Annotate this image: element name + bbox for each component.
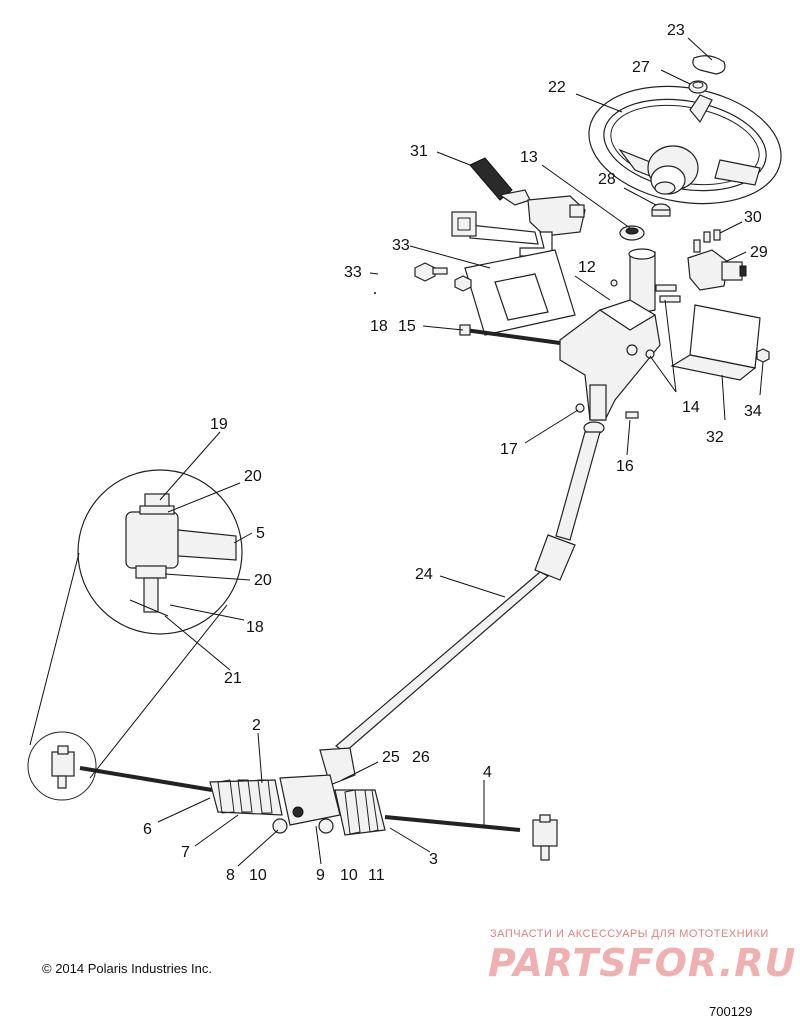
callout-27: 27 [632,59,650,76]
callout-21: 21 [224,670,242,687]
column-bushing [651,203,671,217]
callout-29: 29 [750,244,768,261]
watermark-tagline: ЗАПЧАСТИ И АКСЕССУАРЫ ДЛЯ МОТОТЕХНИКИ [490,928,769,940]
callout-labels: 23 27 22 31 13 28 30 29 33 33 12 18 15 1… [143,22,768,884]
callout-28: 28 [598,171,616,188]
callout-10-left: 10 [249,867,267,884]
steering-wheel [588,85,782,205]
intermediate-shaft [319,421,605,786]
callout-19: 19 [210,416,228,433]
callout-14: 14 [682,399,700,416]
callout-13: 13 [520,149,538,166]
callout-20-top: 20 [244,468,262,485]
callout-18-detail: 18 [246,619,264,636]
callout-22: 22 [548,79,566,96]
callout-9: 9 [316,867,325,884]
callout-8: 8 [226,867,235,884]
watermark-brand: PARTSFOR.RU [488,941,797,985]
right-tie-rod-end [532,814,558,861]
callout-10-right: 10 [340,867,358,884]
turn-signal-switch [451,157,586,257]
callout-26: 26 [412,749,430,766]
callout-5: 5 [256,525,265,542]
rack-mount-clamps [272,806,334,834]
callout-6: 6 [143,821,152,838]
callout-7: 7 [181,844,190,861]
switch-screws [703,229,721,243]
dash-bezel-plate [464,249,576,336]
copyright-notice: © 2014 Polaris Industries Inc. [42,961,212,976]
callout-33-bolt: 33 [344,264,362,281]
detail-view-circle [27,469,243,801]
callout-4: 4 [483,764,492,781]
callout-23: 23 [667,22,685,39]
drawing-number: 700129 [709,1004,753,1019]
callout-20-bottom: 20 [254,572,272,589]
column-mount-bracket [559,299,661,421]
callout-11: 11 [368,867,385,884]
callout-25: 25 [382,749,400,766]
callout-17: 17 [500,441,518,458]
hub-cap-clip [692,55,726,75]
left-tie-rod-end [51,745,75,789]
ignition-key-switch [687,239,747,291]
callout-32: 32 [706,429,724,446]
callout-24: 24 [415,566,433,583]
callout-3: 3 [429,851,438,868]
callout-33-plate: 33 [392,237,410,254]
callout-16: 16 [616,458,634,475]
steering-column [628,248,656,316]
side-bracket [670,304,761,381]
flange-nut [756,348,770,363]
callout-18-bolt: 18 [370,318,388,335]
steering-rack [79,766,521,836]
bezel-bolts [414,262,472,292]
callout-12: 12 [578,259,596,276]
leader-lines [157,37,764,867]
callout-31: 31 [410,143,428,160]
callout-34: 34 [744,403,762,420]
callout-15: 15 [398,318,416,335]
callout-2: 2 [252,717,261,734]
callout-30: 30 [744,209,762,226]
column-bearing [619,225,645,241]
wheel-nut [688,80,708,94]
